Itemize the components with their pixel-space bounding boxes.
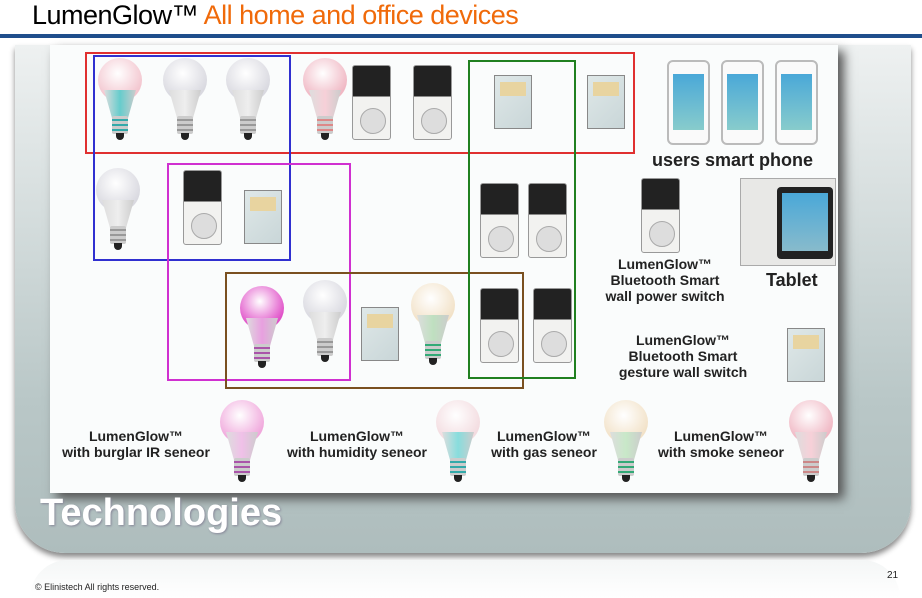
smartphone-label: users smart phone xyxy=(652,150,814,170)
bulb-icon xyxy=(163,58,207,142)
copyright: © Elinistech All rights reserved. xyxy=(35,582,160,592)
smartphone-icon xyxy=(775,60,818,145)
bulb-icon xyxy=(96,168,140,252)
gas-bulb-icon xyxy=(604,400,648,484)
bulb-icon xyxy=(226,58,270,142)
smartphone-icon xyxy=(667,60,710,145)
slide-title: LumenGlow™ All home and office devices xyxy=(32,0,519,31)
power-switch-icon xyxy=(528,183,567,258)
group-box-green xyxy=(468,60,576,379)
humidity-bulb-icon xyxy=(436,400,480,484)
gesture-switch-icon xyxy=(244,190,282,244)
power-switch-icon xyxy=(480,183,519,258)
group-box-brown xyxy=(225,272,524,389)
gesture-switch-icon xyxy=(787,328,825,382)
title-text: All home and office devices xyxy=(203,0,519,30)
smartphone-icon xyxy=(721,60,764,145)
power-switch-icon xyxy=(641,178,680,253)
reflection xyxy=(30,560,900,598)
bulb-icon xyxy=(411,283,455,367)
burglar-bulb-icon xyxy=(220,400,264,484)
power-switch-icon xyxy=(183,170,222,245)
bulb-icon xyxy=(303,280,347,364)
gesture-switch-icon xyxy=(361,307,399,361)
gesture-switch-icon xyxy=(587,75,625,129)
power-switch-icon xyxy=(413,65,452,140)
power-switch-icon xyxy=(480,288,519,363)
tablet-icon xyxy=(740,178,836,266)
title-rule xyxy=(0,34,922,38)
bulb-icon xyxy=(240,286,284,370)
page-number: 21 xyxy=(887,570,899,581)
bulb-icon xyxy=(98,58,142,142)
brand: LumenGlow™ xyxy=(32,0,199,30)
group-box-blue xyxy=(93,55,291,261)
smoke-bulb-icon xyxy=(789,400,833,484)
tablet-label: Tablet xyxy=(766,270,818,290)
power-switch-icon xyxy=(533,288,572,363)
section-title: Technologies xyxy=(40,492,283,534)
group-box-red xyxy=(85,52,635,154)
gesture-switch-icon xyxy=(494,75,532,129)
bulb-icon xyxy=(303,58,347,142)
power-switch-icon xyxy=(352,65,391,140)
